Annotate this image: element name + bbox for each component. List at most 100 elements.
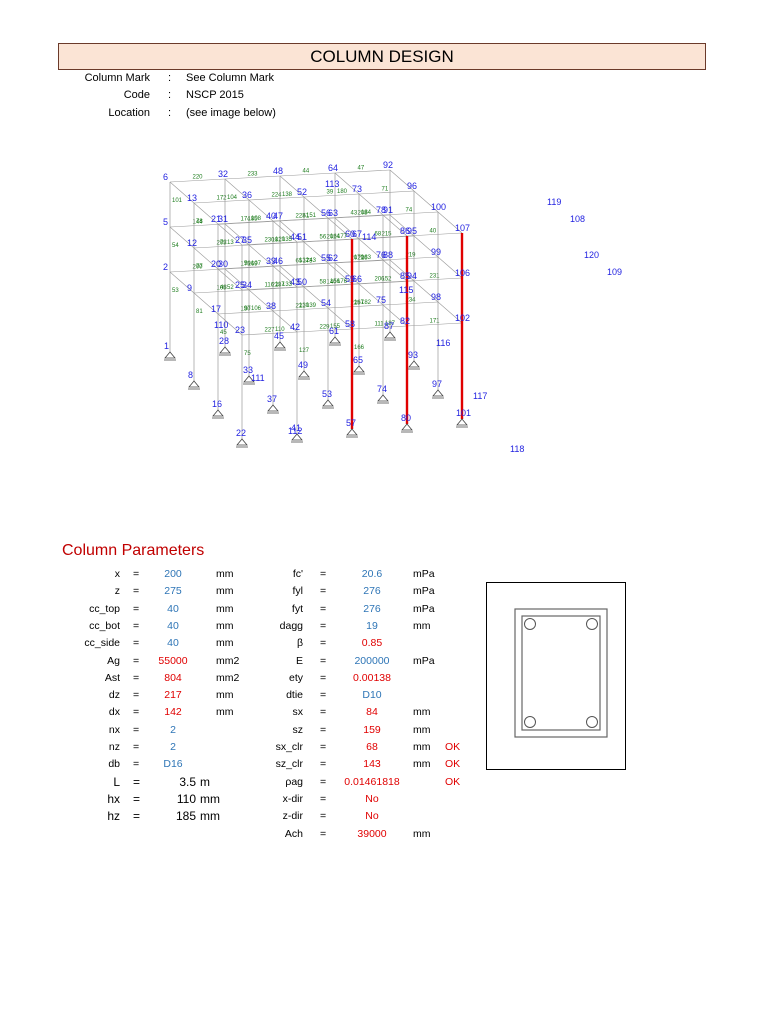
support-symbol bbox=[432, 389, 444, 399]
param-value: 143 bbox=[363, 758, 381, 771]
param-label: sx bbox=[292, 706, 304, 719]
node-label: 13 bbox=[187, 193, 197, 203]
member-label: 54 bbox=[172, 243, 179, 249]
member-label: 201 bbox=[351, 256, 362, 262]
node-label: 37 bbox=[267, 394, 277, 404]
param-value: 200 bbox=[164, 568, 182, 580]
param-label: x bbox=[114, 568, 120, 580]
param-eq: = bbox=[133, 774, 141, 789]
param-value: 217 bbox=[164, 689, 182, 702]
param-label: z bbox=[114, 585, 120, 598]
beam bbox=[351, 235, 408, 240]
node-label: 94 bbox=[407, 271, 417, 281]
beam bbox=[217, 310, 274, 315]
member-label: 61 bbox=[303, 214, 310, 220]
beam bbox=[272, 262, 329, 267]
member-label: 182 bbox=[361, 300, 372, 306]
param-row: nx=2 bbox=[0, 722, 270, 739]
node-label: 91 bbox=[383, 205, 393, 215]
node-label: 92 bbox=[383, 160, 393, 170]
node-label: 102 bbox=[455, 313, 470, 323]
beam bbox=[382, 259, 408, 282]
beam bbox=[217, 313, 243, 336]
beam bbox=[279, 175, 305, 198]
node-label: 117 bbox=[473, 391, 487, 401]
info-value: NSCP 2015 bbox=[186, 89, 244, 101]
node-label: 67 bbox=[352, 229, 362, 239]
info-label: Column Mark bbox=[84, 72, 150, 84]
param-eq: = bbox=[320, 758, 327, 771]
section-title: Column Parameters bbox=[62, 542, 205, 559]
beam bbox=[217, 265, 274, 270]
node-label: 16 bbox=[212, 399, 222, 409]
beam bbox=[217, 220, 274, 225]
param-label: Ag bbox=[107, 654, 120, 667]
param-value: D10 bbox=[362, 689, 382, 702]
param-eq: = bbox=[133, 723, 140, 736]
param-label: cc_side bbox=[84, 637, 120, 650]
member-label: 231 bbox=[430, 274, 441, 280]
support-symbol bbox=[346, 428, 358, 438]
beam bbox=[382, 256, 439, 261]
beam bbox=[248, 196, 305, 201]
node-label: 114 bbox=[362, 232, 376, 242]
member-label: 56 bbox=[320, 235, 327, 241]
param-eq: = bbox=[133, 689, 140, 702]
param-unit: mm bbox=[216, 637, 234, 650]
param-eq: = bbox=[320, 741, 327, 753]
beam bbox=[279, 172, 336, 177]
node-label: 1 bbox=[164, 341, 169, 351]
param-unit: mPa bbox=[413, 568, 435, 580]
member-label: 39 bbox=[327, 190, 334, 196]
member-label: 140 bbox=[327, 280, 338, 286]
node-label: 51 bbox=[297, 232, 307, 242]
param-eq: = bbox=[320, 619, 327, 632]
beam bbox=[358, 190, 415, 195]
param-row: z-dir=No bbox=[0, 808, 480, 825]
node-label: 116 bbox=[436, 338, 450, 348]
param-value: 159 bbox=[363, 723, 381, 736]
member-label: 206 bbox=[375, 277, 386, 283]
beam bbox=[351, 280, 408, 285]
beam bbox=[413, 280, 439, 303]
node-label: 80 bbox=[401, 413, 411, 423]
beam bbox=[279, 220, 305, 243]
support-symbol bbox=[188, 380, 200, 390]
param-eq: = bbox=[320, 602, 327, 615]
beam bbox=[303, 286, 329, 309]
node-label: 73 bbox=[352, 184, 362, 194]
param-value: 110 bbox=[176, 791, 196, 806]
member-label: 185 bbox=[248, 217, 259, 223]
node-label: 5 bbox=[163, 217, 168, 227]
param-row: db=D16 bbox=[0, 756, 270, 773]
param-label: dz bbox=[108, 689, 120, 702]
beam bbox=[389, 259, 415, 282]
member-label: 53 bbox=[172, 288, 179, 294]
param-unit: mm bbox=[413, 723, 431, 736]
member-label: 230 bbox=[265, 238, 276, 244]
beam bbox=[303, 241, 329, 264]
param-unit: mPa bbox=[413, 585, 435, 598]
param-eq: = bbox=[320, 706, 327, 719]
node-label: 42 bbox=[290, 322, 300, 332]
beam bbox=[241, 286, 298, 291]
column-outline bbox=[514, 608, 608, 738]
param-value: 0.00138 bbox=[353, 671, 391, 684]
member-label: 144 bbox=[193, 220, 204, 226]
node-label: 97 bbox=[432, 379, 442, 389]
support-symbol bbox=[274, 341, 286, 351]
beam bbox=[279, 262, 336, 267]
param-eq: = bbox=[133, 654, 140, 667]
member-label: 202 bbox=[327, 235, 338, 241]
member-label: 223 bbox=[296, 214, 307, 220]
param-label: Ach bbox=[284, 827, 303, 840]
node-label: 111 bbox=[251, 373, 265, 383]
beam bbox=[327, 259, 384, 264]
beam bbox=[327, 304, 384, 309]
support-symbol bbox=[212, 409, 224, 419]
beam bbox=[217, 268, 243, 291]
